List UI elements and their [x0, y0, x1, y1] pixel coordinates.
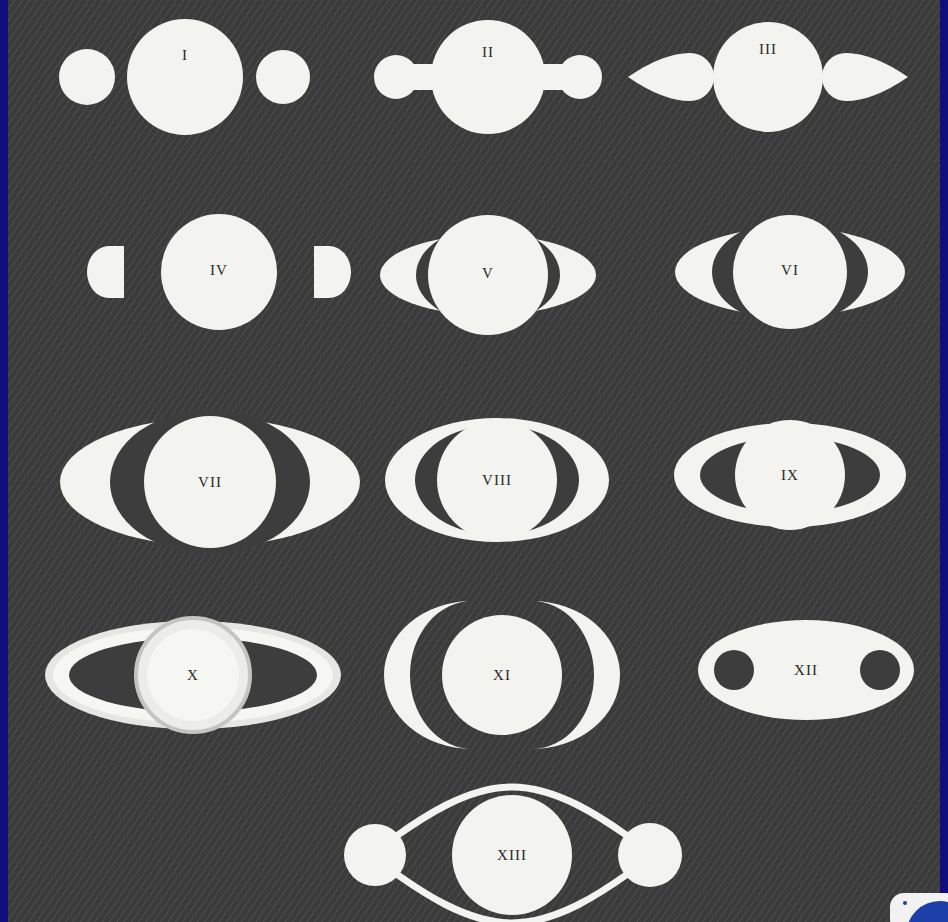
planet-shape	[87, 214, 351, 330]
planet-shape	[384, 601, 620, 749]
saturn-drawing	[370, 18, 606, 136]
planet-shape	[60, 410, 360, 554]
planet-shape	[45, 618, 341, 732]
planet-shape	[698, 620, 914, 720]
saturn-figure: XI	[382, 599, 622, 751]
figure-numeral: X	[187, 668, 199, 683]
planet-shape	[675, 215, 905, 329]
saturn-figure: III	[623, 19, 913, 135]
figure-numeral: VIII	[482, 473, 512, 488]
saturn-figure: VI	[672, 213, 908, 331]
saturn-figure: II	[370, 18, 606, 136]
saturn-drawing	[623, 19, 913, 135]
saturn-figure: IV	[83, 212, 355, 332]
saturn-drawing	[54, 16, 316, 138]
planet-shape	[380, 215, 596, 335]
saturn-figure: V	[377, 211, 599, 339]
figure-numeral: II	[482, 45, 494, 60]
logo-corner	[890, 893, 948, 922]
saturn-figure: XII	[696, 618, 916, 722]
figure-numeral: IX	[781, 468, 799, 483]
planet-shape	[628, 22, 908, 132]
saturn-figure: VII	[57, 408, 363, 556]
figure-numeral: VI	[781, 263, 799, 278]
figure-numeral: I	[182, 48, 188, 63]
figure-numeral: XIII	[497, 848, 527, 863]
planet-shape	[344, 787, 682, 922]
saturn-figure: VIII	[382, 416, 612, 544]
planet-shape	[385, 418, 609, 542]
saturn-figure: X	[43, 616, 343, 734]
paper-texture	[8, 0, 940, 922]
paper-grid	[8, 0, 940, 922]
saturn-figure: XIII	[340, 788, 684, 922]
figure-numeral: V	[482, 266, 494, 281]
figure-numeral: XI	[493, 668, 511, 683]
planet-shape	[674, 420, 906, 530]
figure-numeral: III	[759, 42, 777, 57]
saturn-figure: IX	[672, 419, 908, 531]
saturn-figure: I	[54, 16, 316, 138]
planet-shape	[59, 19, 310, 135]
figure-numeral: IV	[210, 263, 228, 278]
figure-numeral: VII	[198, 475, 222, 490]
figure-numeral: XII	[794, 663, 818, 678]
planet-shape	[374, 20, 602, 134]
